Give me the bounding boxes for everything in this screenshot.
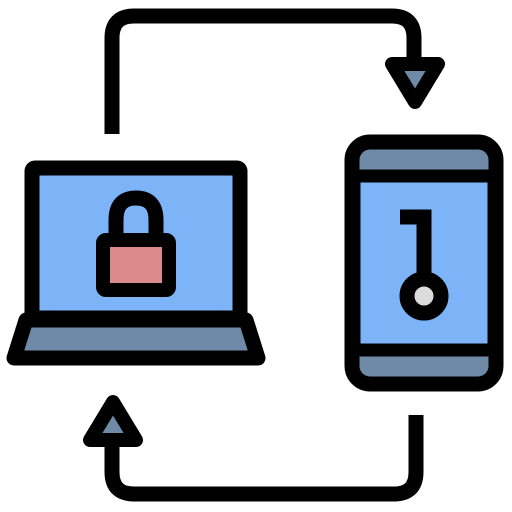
laptop-icon xyxy=(6,160,266,366)
key-icon xyxy=(399,209,449,321)
top-arrow-path xyxy=(104,8,422,134)
bottom-cycle-arrow-icon xyxy=(83,395,424,502)
top-cycle-arrow-icon xyxy=(104,8,445,134)
key-shaft xyxy=(400,209,432,276)
smartphone-icon xyxy=(344,134,504,392)
padlock-shackle xyxy=(108,190,164,238)
laptop-base xyxy=(6,312,266,366)
padlock-icon xyxy=(96,190,176,297)
phone-screen xyxy=(347,169,501,357)
key-bow xyxy=(399,271,449,321)
top-arrowhead xyxy=(385,57,445,109)
bottom-arrow-path xyxy=(104,415,424,502)
bottom-arrowhead xyxy=(83,395,143,447)
padlock-body xyxy=(96,233,176,297)
